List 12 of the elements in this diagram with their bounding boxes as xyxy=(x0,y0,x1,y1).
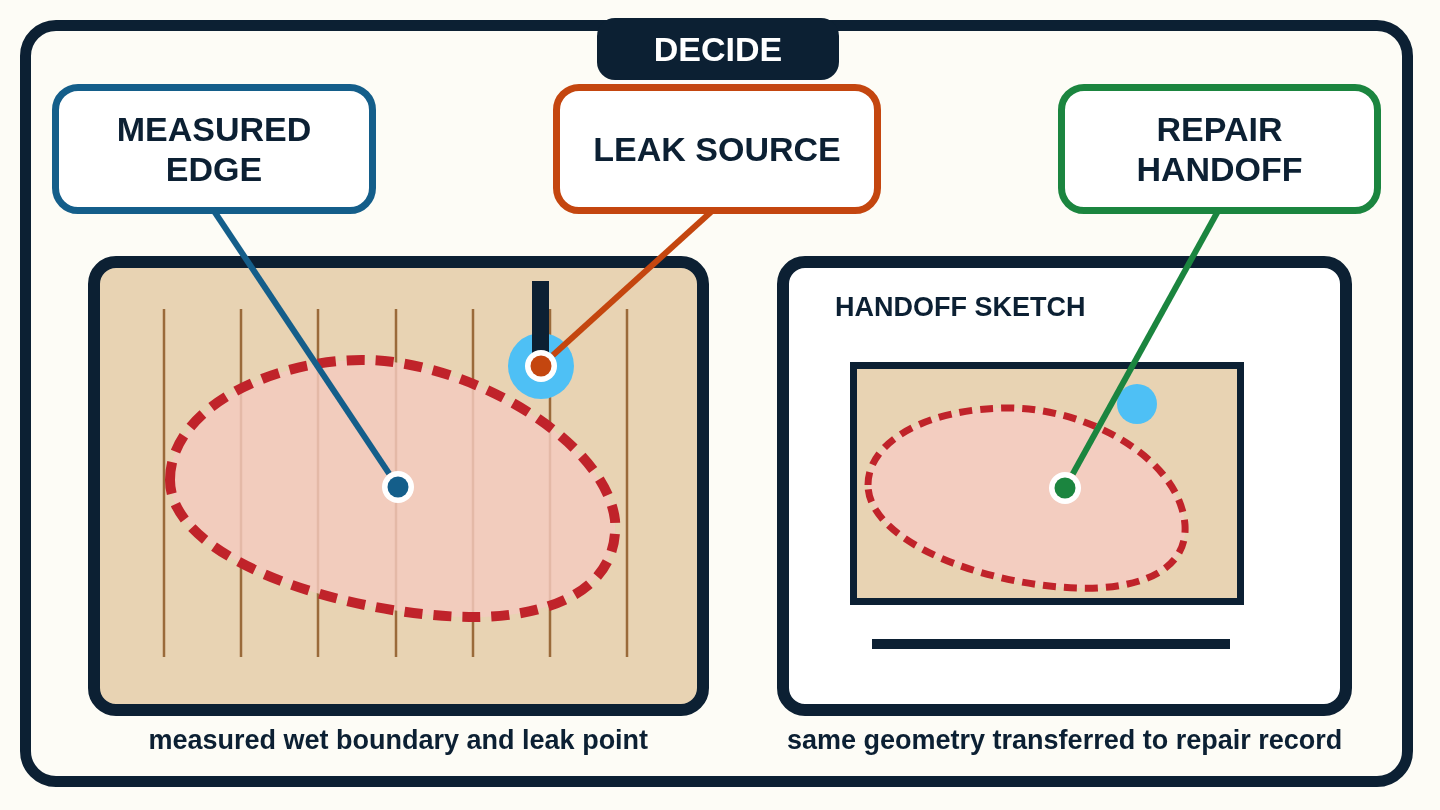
point-marker-icon xyxy=(1049,472,1081,504)
panel-heading: HANDOFF SKETCH xyxy=(835,294,1086,321)
callout-box: LEAK SOURCE xyxy=(553,84,881,214)
callout-box: MEASURED EDGE xyxy=(52,84,376,214)
point-marker-icon xyxy=(382,471,414,503)
floor-panel xyxy=(88,256,709,716)
panel-caption: measured wet boundary and leak point xyxy=(148,725,649,755)
section-title: DECIDE xyxy=(597,18,839,80)
leak-point-icon xyxy=(525,350,557,382)
sketch-panel xyxy=(777,256,1352,716)
callout-box: REPAIR HANDOFF xyxy=(1058,84,1381,214)
panel-caption: same geometry transferred to repair record xyxy=(787,725,1343,755)
